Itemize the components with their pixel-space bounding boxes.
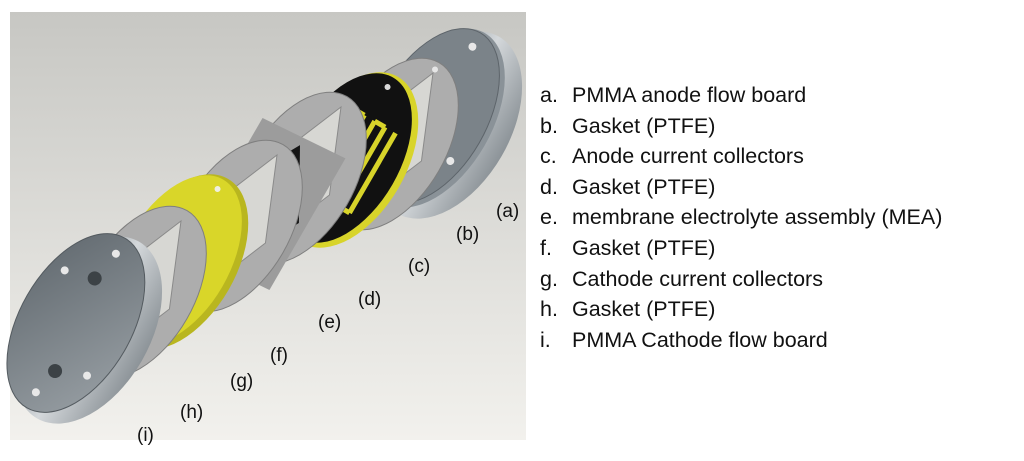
legend-text: Gasket (PTFE) [572, 174, 716, 199]
callout-a: (a) [496, 201, 519, 222]
legend-item-h: h. Gasket (PTFE) [540, 294, 942, 325]
callout-f: (f) [270, 345, 288, 366]
legend-key: b. [540, 113, 558, 138]
legend-text: Cathode current collectors [572, 266, 823, 291]
callout-g: (g) [230, 371, 253, 392]
legend-text: Gasket (PTFE) [572, 297, 716, 322]
legend-key: e. [540, 205, 558, 230]
legend-item-i: i. PMMA Cathode flow board [540, 325, 942, 356]
legend-item-b: b. Gasket (PTFE) [540, 111, 942, 142]
legend-text: Gasket (PTFE) [572, 113, 716, 138]
legend-text: PMMA Cathode flow board [572, 327, 828, 352]
callout-d: (d) [358, 289, 381, 310]
legend-item-a: a. PMMA anode flow board [540, 80, 942, 111]
cathode-end-plate [6, 233, 163, 424]
callout-i: (i) [137, 425, 154, 446]
callout-e: (e) [318, 312, 341, 333]
legend-item-c: c. Anode current collectors [540, 141, 942, 172]
legend-item-e: e. membrane electrolyte assembly (MEA) [540, 202, 942, 233]
callout-c: (c) [408, 256, 430, 277]
legend-text: membrane electrolyte assembly (MEA) [572, 205, 943, 230]
legend-key: i. [540, 327, 551, 352]
legend-key: g. [540, 266, 558, 291]
legend-key: h. [540, 297, 558, 322]
legend-item-d: d. Gasket (PTFE) [540, 172, 942, 203]
legend-text: PMMA anode flow board [572, 83, 807, 107]
component-legend: a.PMMA anode flow board b.Gasket (PTFE) … [540, 80, 942, 355]
legend-key: a. [540, 83, 558, 107]
legend-text: Gasket (PTFE) [572, 235, 716, 260]
callout-b: (b) [456, 224, 479, 245]
legend-item-f: f. Gasket (PTFE) [540, 233, 942, 264]
callout-h: (h) [180, 402, 203, 423]
legend-text: Anode current collectors [572, 144, 804, 169]
legend-key: c. [540, 144, 557, 169]
legend-key: f. [540, 235, 552, 260]
legend-item-g: g. Cathode current collectors [540, 264, 942, 295]
legend-key: d. [540, 174, 558, 199]
